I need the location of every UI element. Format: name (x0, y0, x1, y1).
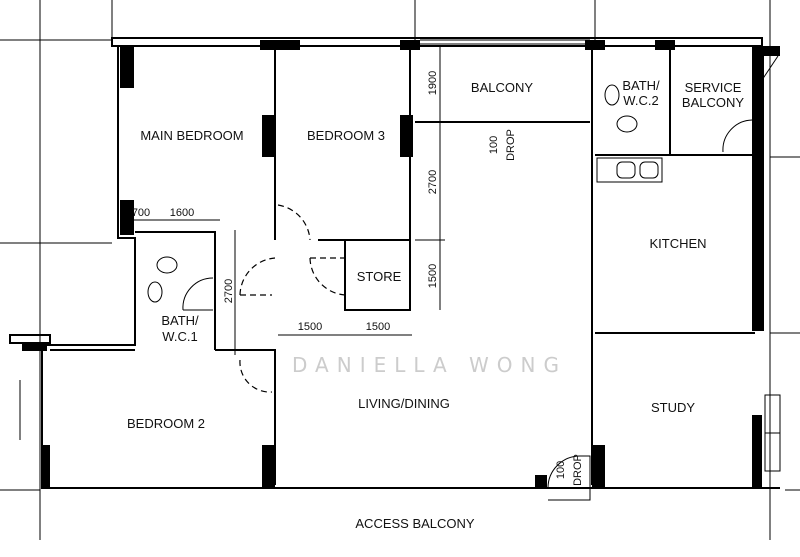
walls (9, 37, 780, 489)
dim-drop-2-label: DROP (572, 454, 584, 486)
doors (182, 119, 753, 501)
watermark: DANIELLA WONG (292, 353, 567, 377)
label-bath-wc2-2: W.C.2 (623, 93, 658, 108)
grid-lines (0, 0, 800, 540)
dim-drop-1-label: DROP (505, 129, 517, 161)
label-kitchen: KITCHEN (649, 236, 706, 251)
kitchen-sink (596, 157, 663, 183)
room-labels: MAIN BEDROOM BEDROOM 3 BALCONY BATH/ W.C… (127, 78, 744, 531)
label-balcony: BALCONY (471, 80, 533, 95)
label-main-bedroom: MAIN BEDROOM (140, 128, 243, 143)
dim-bedroom3-side: 2700 (427, 170, 439, 194)
label-bedroom-3: BEDROOM 3 (307, 128, 385, 143)
dim-bath-wc1-side: 2700 (223, 279, 235, 303)
dimension-labels: 1900 2700 1500 2700 700 1600 1500 1500 1… (132, 71, 584, 486)
label-living-dining: LIVING/DINING (358, 396, 450, 411)
dim-drop-2-value: 100 (555, 461, 567, 479)
label-bath-wc2-1: BATH/ (622, 78, 660, 93)
dim-drop-1-value: 100 (488, 136, 500, 154)
label-bath-wc1-1: BATH/ (161, 313, 199, 328)
dim-bath-top-a: 700 (132, 207, 150, 219)
dimension-lines (128, 45, 445, 355)
label-service-balcony-2: BALCONY (682, 95, 744, 110)
label-bath-wc1-2: W.C.1 (162, 329, 197, 344)
dim-corridor-a: 1500 (298, 321, 322, 333)
dim-balcony-depth: 1900 (427, 71, 439, 95)
dim-store-side: 1500 (427, 264, 439, 288)
fixtures (147, 84, 663, 303)
label-service-balcony-1: SERVICE (685, 80, 742, 95)
basin-wc1 (147, 281, 163, 303)
windows (19, 39, 781, 472)
label-bedroom-2: BEDROOM 2 (127, 416, 205, 431)
label-access-balcony: ACCESS BALCONY (355, 516, 475, 531)
label-study: STUDY (651, 400, 695, 415)
label-store: STORE (357, 269, 402, 284)
toilet-wc1 (156, 256, 178, 274)
basin-wc2 (604, 84, 620, 106)
dim-bath-top-b: 1600 (170, 207, 194, 219)
toilet-wc2 (616, 115, 638, 133)
dim-corridor-b: 1500 (366, 321, 390, 333)
